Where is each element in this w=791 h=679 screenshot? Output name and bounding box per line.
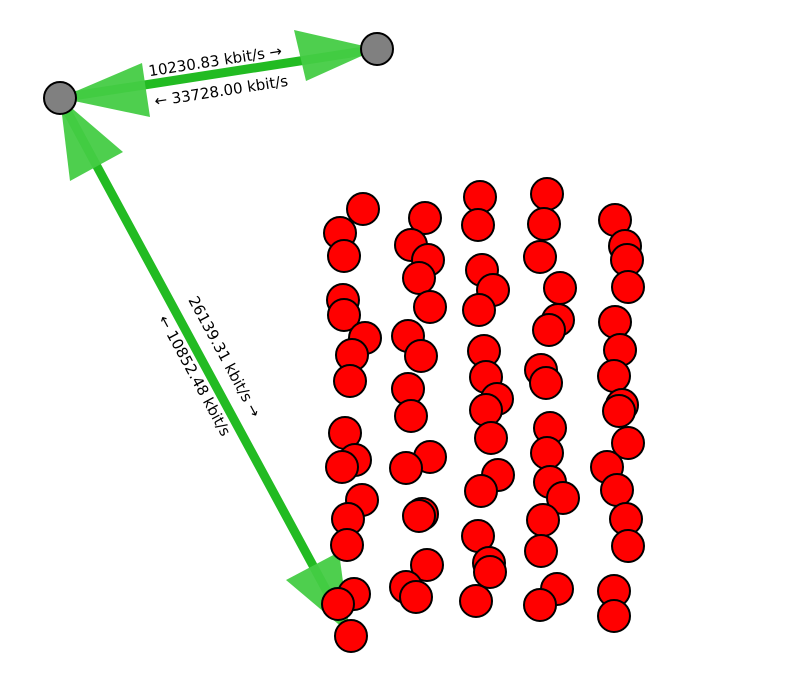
cluster-node[interactable]	[325, 450, 359, 484]
cluster-node[interactable]	[474, 421, 508, 455]
cluster-node[interactable]	[527, 207, 561, 241]
edge-a-c-backward-label: ← 10852.48 kbit/s	[154, 312, 234, 439]
cluster-node[interactable]	[462, 293, 496, 327]
cluster-node[interactable]	[346, 192, 380, 226]
cluster-node[interactable]	[402, 261, 436, 295]
cluster-node[interactable]	[602, 394, 636, 428]
cluster-node[interactable]	[333, 364, 367, 398]
cluster-node[interactable]	[399, 580, 433, 614]
cluster-node[interactable]	[334, 619, 368, 653]
cluster-node[interactable]	[321, 587, 355, 621]
cluster-node[interactable]	[524, 534, 558, 568]
cluster-node[interactable]	[611, 426, 645, 460]
cluster-node[interactable]	[611, 270, 645, 304]
arrowhead-to-a-from-c	[60, 98, 123, 181]
edge-labels: 10230.83 kbit/s → ← 33728.00 kbit/s 2613…	[147, 42, 289, 439]
cluster-node[interactable]	[526, 503, 560, 537]
cluster-node[interactable]	[410, 548, 444, 582]
cluster-node[interactable]	[464, 474, 498, 508]
cluster-node[interactable]	[611, 529, 645, 563]
cluster-node[interactable]	[530, 436, 564, 470]
cluster-node[interactable]	[413, 290, 447, 324]
cluster-node[interactable]	[600, 473, 634, 507]
edge-a-c	[55, 93, 355, 639]
cluster-node[interactable]	[523, 588, 557, 622]
cluster-node[interactable]	[330, 528, 364, 562]
cluster-node[interactable]	[543, 271, 577, 305]
cluster-node[interactable]	[389, 451, 423, 485]
arrowhead-to-a-from-b	[60, 63, 150, 117]
cluster-nodes	[321, 177, 645, 653]
cluster-node[interactable]	[469, 393, 503, 427]
cluster-node[interactable]	[402, 499, 436, 533]
cluster-node[interactable]	[327, 239, 361, 273]
hub-node-b[interactable]	[360, 32, 394, 66]
cluster-node[interactable]	[530, 177, 564, 211]
cluster-node[interactable]	[327, 298, 361, 332]
cluster-node[interactable]	[394, 399, 428, 433]
hub-nodes	[43, 32, 394, 115]
cluster-node[interactable]	[459, 584, 493, 618]
cluster-node[interactable]	[523, 240, 557, 274]
cluster-node[interactable]	[597, 359, 631, 393]
cluster-node[interactable]	[404, 339, 438, 373]
cluster-node[interactable]	[546, 481, 580, 515]
arrowhead-to-b	[294, 30, 377, 81]
cluster-node[interactable]	[473, 555, 507, 589]
hub-node-a[interactable]	[43, 81, 77, 115]
cluster-node[interactable]	[461, 208, 495, 242]
cluster-node[interactable]	[408, 201, 442, 235]
cluster-node[interactable]	[529, 366, 563, 400]
cluster-node[interactable]	[598, 305, 632, 339]
cluster-node[interactable]	[532, 313, 566, 347]
cluster-node[interactable]	[597, 599, 631, 633]
